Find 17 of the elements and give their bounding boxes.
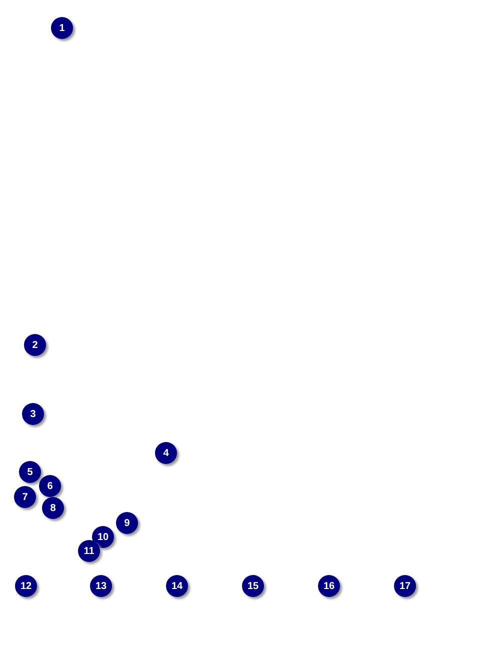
callout-number: 8 xyxy=(42,497,64,519)
callout-number: 11 xyxy=(78,540,100,562)
callout-number: 3 xyxy=(22,403,44,425)
callout-number: 14 xyxy=(166,575,188,597)
callout-number: 4 xyxy=(155,442,177,464)
callout-number: 2 xyxy=(24,334,46,356)
callout-number: 13 xyxy=(90,575,112,597)
callout-number: 9 xyxy=(116,512,138,534)
callout-number: 6 xyxy=(39,475,61,497)
callout-number: 15 xyxy=(242,575,264,597)
callout-number: 12 xyxy=(15,575,37,597)
callout-number: 1 xyxy=(51,17,73,39)
callout-number: 16 xyxy=(318,575,340,597)
callout-number: 5 xyxy=(19,461,41,483)
callout-number: 7 xyxy=(14,486,36,508)
callout-number: 10 xyxy=(92,526,114,548)
callout-number: 17 xyxy=(394,575,416,597)
